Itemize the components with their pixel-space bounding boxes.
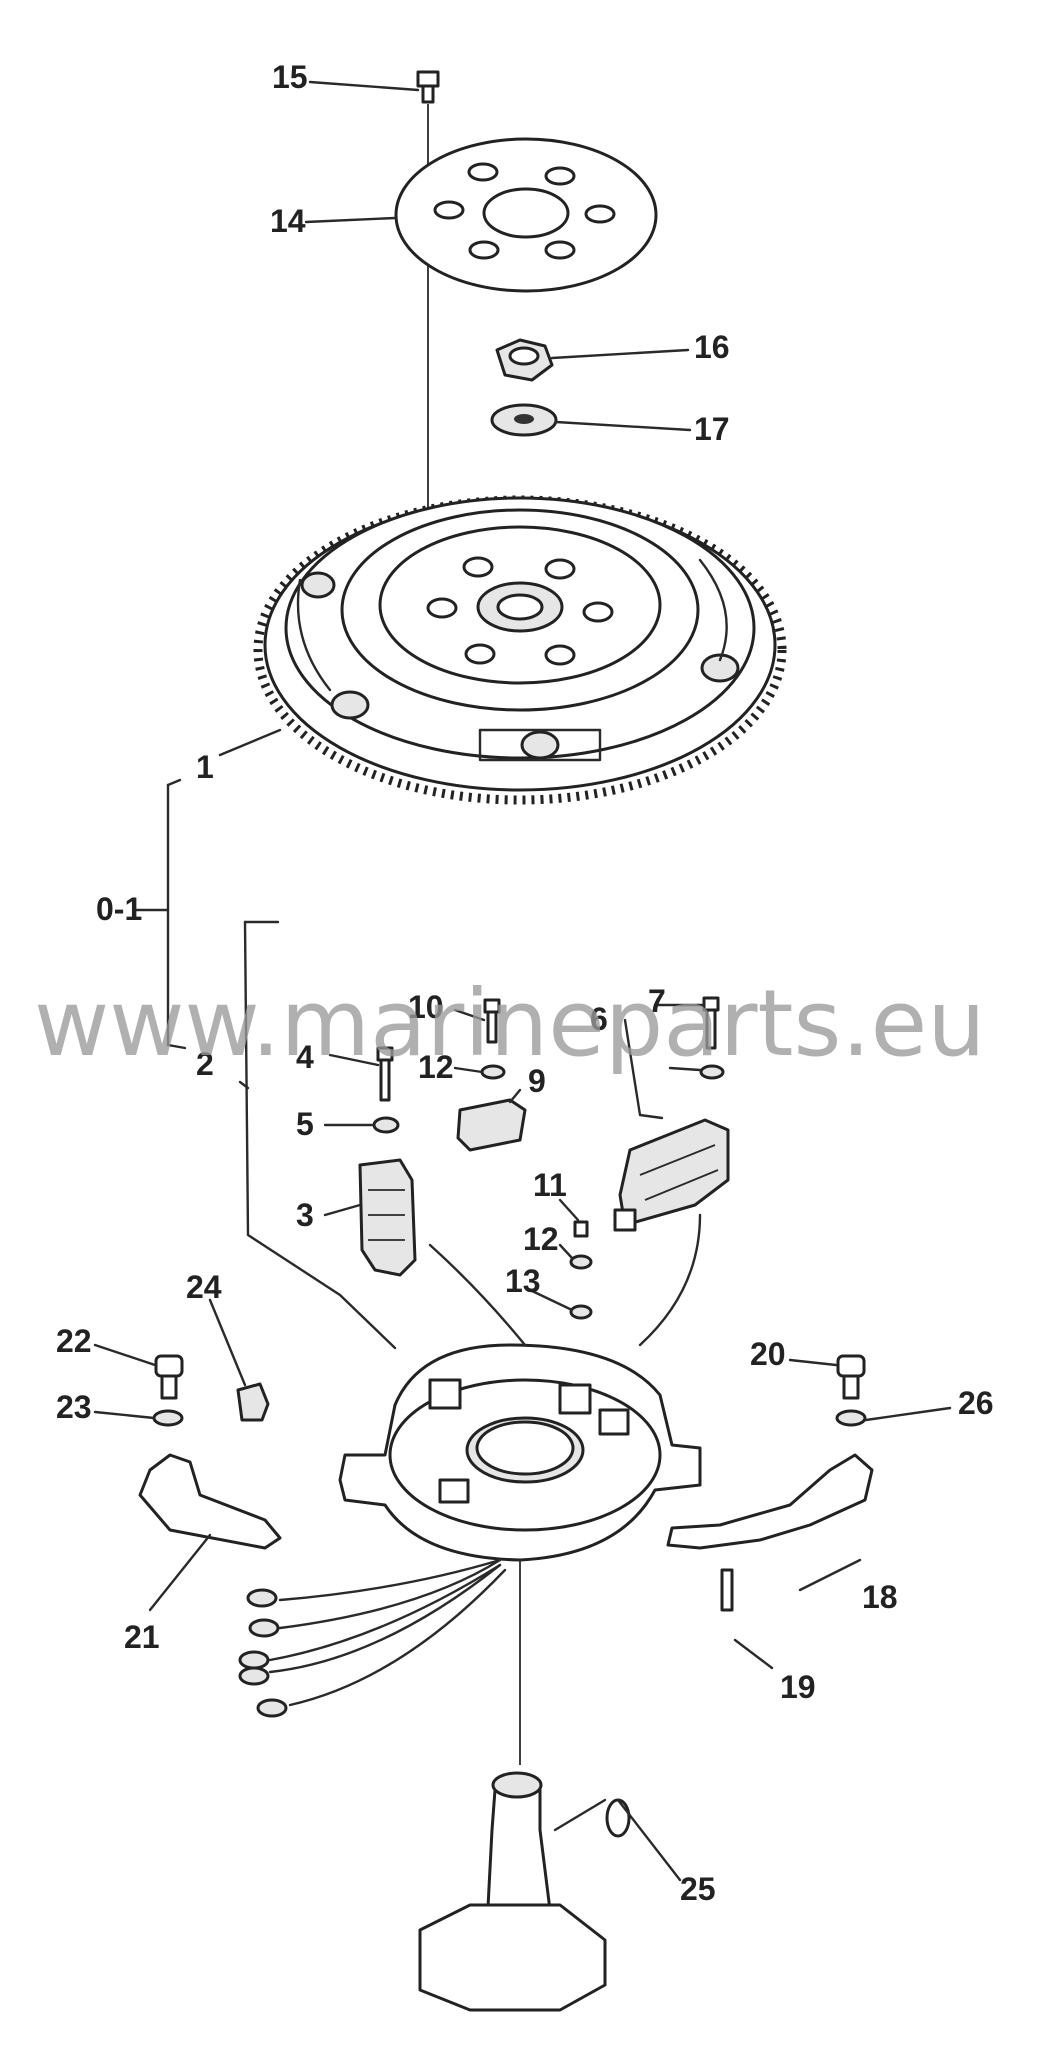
callout-13: 13: [505, 1263, 541, 1299]
link-arm-icon: [138, 1453, 874, 1612]
callout-5: 5: [296, 1106, 314, 1142]
callout-18: 18: [862, 1579, 898, 1615]
washer-icon: [490, 403, 558, 437]
callout-12b: 12: [523, 1221, 559, 1257]
callout-1: 1: [196, 749, 214, 785]
callout-7: 7: [648, 983, 666, 1019]
callout-22: 22: [56, 1323, 92, 1359]
hub-plate-icon: [394, 137, 658, 293]
leader-lines: [93, 80, 952, 1882]
callout-labels: 15 14 16 17 1 0-1 2 4 5 3 10 12 9 6 7 11…: [56, 59, 994, 1907]
pulser-block-icon: [456, 1098, 527, 1152]
crankshaft-icon: [418, 1771, 631, 2012]
ignition-coil-icon: [358, 1158, 417, 1277]
watermark-text: www.marineparts.eu: [34, 970, 986, 1077]
callout-2: 2: [196, 1046, 214, 1082]
callout-20: 20: [750, 1336, 786, 1372]
screw-icon: [416, 70, 440, 104]
callout-3: 3: [296, 1197, 314, 1233]
callout-9: 9: [528, 1063, 546, 1099]
wire-harness-icon: [238, 1213, 702, 1718]
callout-16: 16: [694, 329, 730, 365]
callout-11: 11: [533, 1167, 567, 1203]
callout-0-1: 0-1: [96, 891, 142, 927]
screw-icon: [372, 996, 725, 1320]
flywheel-icon: [253, 495, 787, 805]
callout-21: 21: [124, 1619, 160, 1655]
callout-12a: 12: [418, 1049, 454, 1085]
callout-15: 15: [272, 59, 308, 95]
callout-14: 14: [270, 203, 306, 239]
callout-24: 24: [186, 1269, 222, 1305]
callout-17: 17: [694, 411, 730, 447]
screw-icon: [152, 1354, 867, 1427]
ignition-coil-icon: [613, 1118, 730, 1232]
stator-plate-icon: [338, 1343, 702, 1562]
callout-23: 23: [56, 1389, 92, 1425]
callout-4: 4: [296, 1039, 314, 1075]
nut-icon: [495, 338, 554, 382]
callout-6: 6: [590, 1001, 608, 1037]
callout-19: 19: [780, 1669, 816, 1705]
callout-25: 25: [680, 1871, 716, 1907]
callout-10: 10: [408, 989, 444, 1025]
callout-26: 26: [958, 1385, 994, 1421]
